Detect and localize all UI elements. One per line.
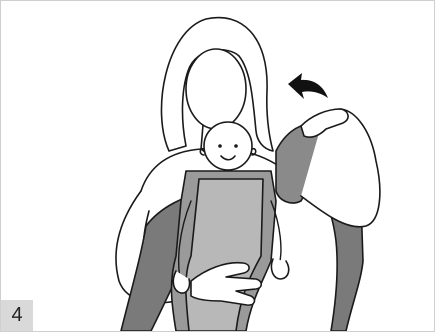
parent-face: [186, 49, 246, 129]
curved-arrow-icon: [288, 73, 328, 99]
baby-head: [204, 122, 252, 170]
step-number-badge: 4: [1, 300, 33, 331]
